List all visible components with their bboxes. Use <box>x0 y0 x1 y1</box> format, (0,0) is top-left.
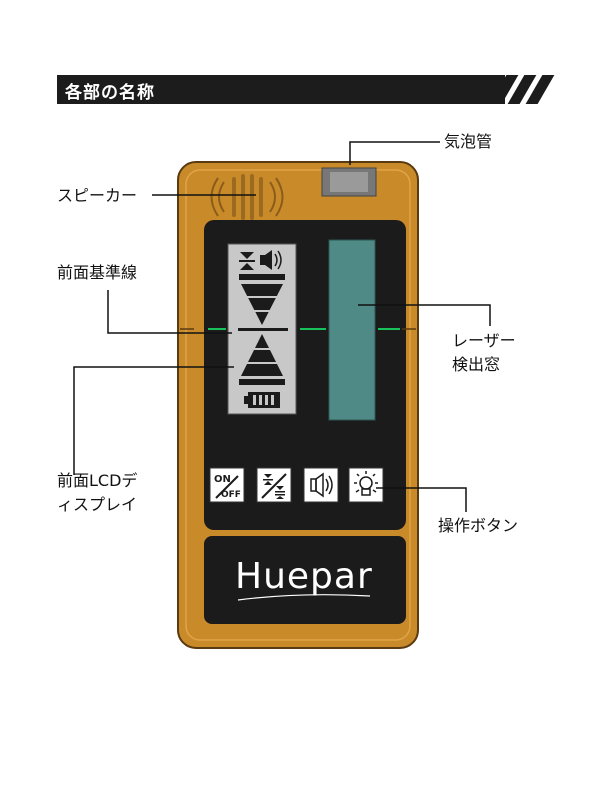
label-front-lcd-line2: ィスプレイ <box>57 494 137 516</box>
label-laser-window-line2: 検出窓 <box>452 354 500 376</box>
bubble-vial-glass <box>330 172 368 192</box>
brand-logo: Huepar <box>235 556 373 597</box>
battery-icon <box>244 392 280 408</box>
label-laser-window-line1: レーザー <box>452 330 516 352</box>
button-off-label: OFF <box>221 490 241 500</box>
volume-button[interactable] <box>304 468 338 502</box>
label-bubble-vial: 気泡管 <box>444 131 492 153</box>
label-front-reference-line: 前面基準線 <box>57 262 137 284</box>
accuracy-button[interactable] <box>257 468 291 502</box>
laser-detection-window <box>329 240 375 420</box>
backlight-button[interactable] <box>349 468 383 502</box>
label-front-lcd-line1: 前面LCDデ <box>57 470 137 492</box>
label-speaker: スピーカー <box>57 185 137 207</box>
power-button[interactable]: ON OFF <box>210 468 244 502</box>
label-buttons: 操作ボタン <box>438 515 518 537</box>
button-on-label: ON <box>214 474 231 485</box>
